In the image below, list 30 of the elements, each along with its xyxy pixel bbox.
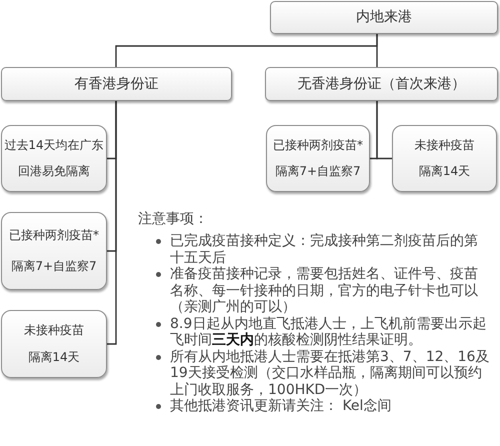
connector-line <box>107 101 117 345</box>
process-box <box>270 1 498 34</box>
connector-line <box>376 34 378 67</box>
note-text: 8.9日起从内地直飞抵港人士，上飞机前需要出示起飞时间三天内的核酸检测阴性结果证明。 <box>170 316 488 348</box>
process-box <box>1 67 232 101</box>
process-box <box>1 310 107 378</box>
box-label: 内地来港 <box>356 9 412 26</box>
box-label: 已接种两剂疫苗* <box>9 228 99 244</box>
process-box <box>265 67 498 101</box>
notes-heading: 注意事项： <box>138 211 208 227</box>
box-label: 隔离7+自监察7 <box>11 258 97 274</box>
box-label: 已接种两剂疫苗* <box>273 138 363 153</box>
box-label: 未接种疫苗 <box>414 138 474 153</box>
process-box <box>1 212 107 290</box>
process-box <box>392 125 497 192</box>
process-box <box>266 125 370 192</box>
note-text: 已完成疫苗接种定义：完成接种第二剂疫苗后的第十五天后 <box>170 233 479 266</box>
box-label: 未接种疫苗 <box>24 323 84 338</box>
box-label: 隔离14天 <box>418 164 470 180</box>
box-label: 隔离7+自监察7 <box>275 164 361 180</box>
box-label: 无香港身份证（首次来港） <box>298 76 466 92</box>
box-label: 隔离14天 <box>28 350 80 365</box>
box-label: 有香港身份证 <box>74 76 158 92</box>
note-text: 所有从内地抵港人士需要在抵港第3、7、12、16及19天接受检测（交口水样品瓶，隔离期间可以预约上门收取服务，100HKD一次） <box>170 348 490 398</box>
box-label: 过去14天均在广东 <box>4 138 104 153</box>
note-text: 准备疫苗接种记录，需要包括姓名、证件号、疫苗名称、每一针接种的日期，官方的电子针卡也可以（亲测广州的可以） <box>170 266 479 316</box>
connector-line <box>376 101 392 160</box>
box-label: 回港易免隔离 <box>18 164 90 180</box>
process-box <box>1 125 107 192</box>
note-text: 其他抵港资讯更新请关注： Kel念间 <box>170 398 392 414</box>
